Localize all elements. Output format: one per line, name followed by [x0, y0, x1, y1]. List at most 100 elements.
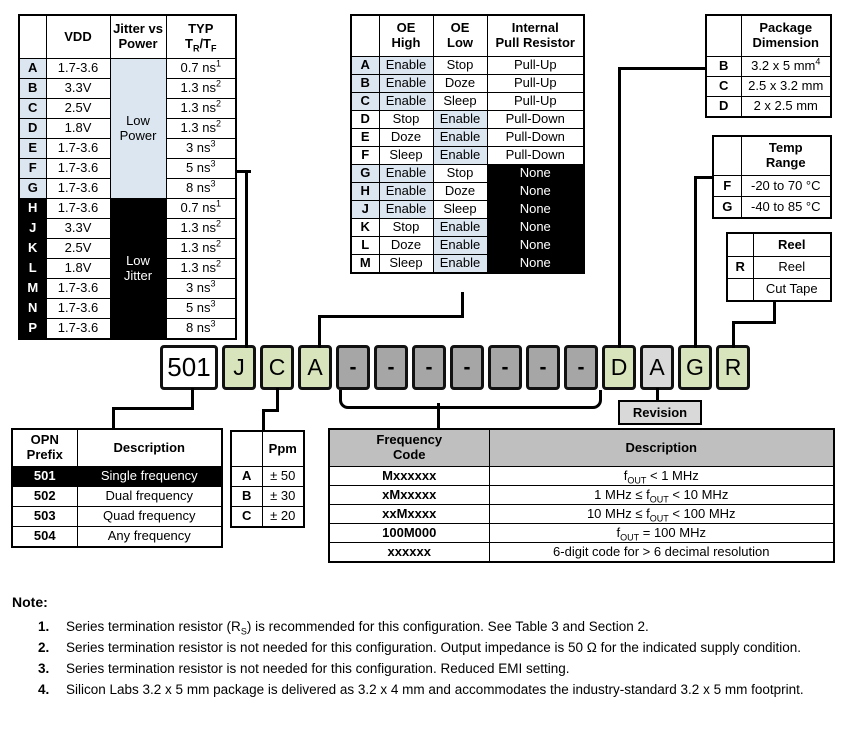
footnote-ref: 2 [215, 118, 221, 129]
oe-high-cell: Enable [378, 74, 434, 93]
option-letter-cell: G [350, 164, 380, 183]
vdd-value-cell: 1.7-3.6 [45, 278, 111, 299]
option-letter-cell: D [350, 110, 380, 129]
connector-prefix-to-opn-v2 [112, 407, 115, 430]
header-line: TR/TF [184, 36, 217, 54]
option-letter-cell: B [18, 78, 47, 99]
vdd-value-cell: 1.7-3.6 [45, 178, 111, 199]
corner-cell [18, 14, 47, 59]
reel-header-row: Reel [726, 232, 832, 257]
value-text: 3.2 x 5 mm [751, 58, 816, 74]
fout-subscript: OUT [649, 513, 669, 524]
desc-text: 1 MHz ≤ [594, 486, 647, 502]
header-line: Power [118, 36, 158, 51]
connector-r-to-reel-v1 [773, 300, 776, 324]
vdd-value-cell: 1.7-3.6 [45, 298, 111, 319]
table-row: Cut Tape [726, 278, 832, 302]
desc-text: 6-digit code for > 6 decimal resolution [553, 543, 770, 559]
opn-box-g-13: G [678, 345, 712, 390]
pull-resistor-cell: Pull-Down [486, 110, 585, 129]
vdd-value-cell: 1.7-3.6 [45, 158, 111, 179]
footnote-ref: 3 [210, 318, 216, 329]
option-letter-cell: 503 [11, 506, 78, 527]
option-letter-cell [726, 278, 754, 302]
pull-resistor-cell: Pull-Up [486, 56, 585, 75]
option-letter-cell: J [350, 200, 380, 219]
value-text: ± 50 [270, 468, 296, 484]
value-cell: Quad frequency [76, 506, 223, 527]
opn-box-c-2: C [260, 345, 294, 390]
typ-value-text: 1.3 ns [180, 220, 216, 236]
pull-resistor-cell: Pull-Up [486, 74, 585, 93]
oe-high-cell: Sleep [378, 254, 434, 274]
opn-box-a-3: A [298, 345, 332, 390]
connector-r-to-reel-h [732, 321, 776, 324]
option-letter-cell: F [712, 175, 742, 197]
oe-low-cell: Enable [432, 146, 488, 165]
opn-char: G [686, 354, 704, 380]
opn-char: - [425, 355, 433, 379]
option-letter-cell: B [350, 74, 380, 93]
vdd-column-header: VDD [45, 14, 111, 59]
value-text: 2 x 2.5 mm [753, 98, 818, 114]
footnote-ref: 3 [210, 158, 216, 169]
value-cell: ± 20 [261, 506, 305, 528]
fout-subscript: OUT [627, 475, 647, 486]
option-letter-cell: 504 [11, 526, 78, 548]
desc-text: = 100 MHz [639, 524, 706, 540]
header-line: TYP [188, 21, 214, 37]
footnote-ref: 3 [210, 278, 216, 289]
connector-prefix-to-opn-v1 [191, 388, 194, 410]
group-label-line: Low [126, 112, 150, 128]
option-letter-cell: C [18, 98, 47, 119]
note-text: Silicon Labs 3.2 x 5 mm package is deliv… [66, 680, 804, 699]
frequency-code-cell: xxMxxxx [328, 504, 490, 524]
value-text: -20 to 70 °C [750, 177, 821, 193]
opn-box-501-0: 501 [160, 345, 218, 390]
freq-description-cell: 6-digit code for > 6 decimal resolution [488, 542, 835, 563]
footnote-ref: 2 [215, 78, 221, 89]
header-line: Jitter vs [113, 21, 163, 37]
option-letter-cell: M [350, 254, 380, 274]
vdd-value-cell: 1.7-3.6 [45, 318, 111, 340]
oe-low-cell: Stop [432, 164, 488, 183]
vdd-value-cell: 2.5V [45, 98, 111, 119]
footnote-ref: 2 [215, 238, 221, 249]
footnote-ref: 2 [215, 98, 221, 109]
frequency-code-brace [339, 390, 602, 409]
footnote-ref: 1 [215, 198, 221, 209]
connector-oe-to-a-v2 [318, 315, 321, 348]
group-label-line: Low [126, 252, 150, 268]
value-text: -40 to 85 °C [750, 198, 821, 214]
opn-box-d-11: D [602, 345, 636, 390]
oe-high-cell: Enable [378, 200, 434, 219]
option-letter-cell: G [712, 196, 742, 219]
note-text: Series termination resistor is not neede… [66, 638, 801, 657]
value-cell: Single frequency [76, 466, 223, 487]
typ-column-header: TYP TR/TF [165, 14, 237, 59]
desc-text: 10 MHz ≤ [586, 505, 647, 521]
opn-char: A [307, 354, 323, 380]
footnote-ref: 3 [210, 138, 216, 149]
desc-text: < 1 MHz [646, 467, 699, 483]
pull-resistor-cell: None [486, 200, 585, 219]
oe-low-cell: Doze [432, 182, 488, 201]
value-cell: Reel [752, 256, 832, 279]
vdd-value-cell: 1.7-3.6 [45, 138, 111, 159]
